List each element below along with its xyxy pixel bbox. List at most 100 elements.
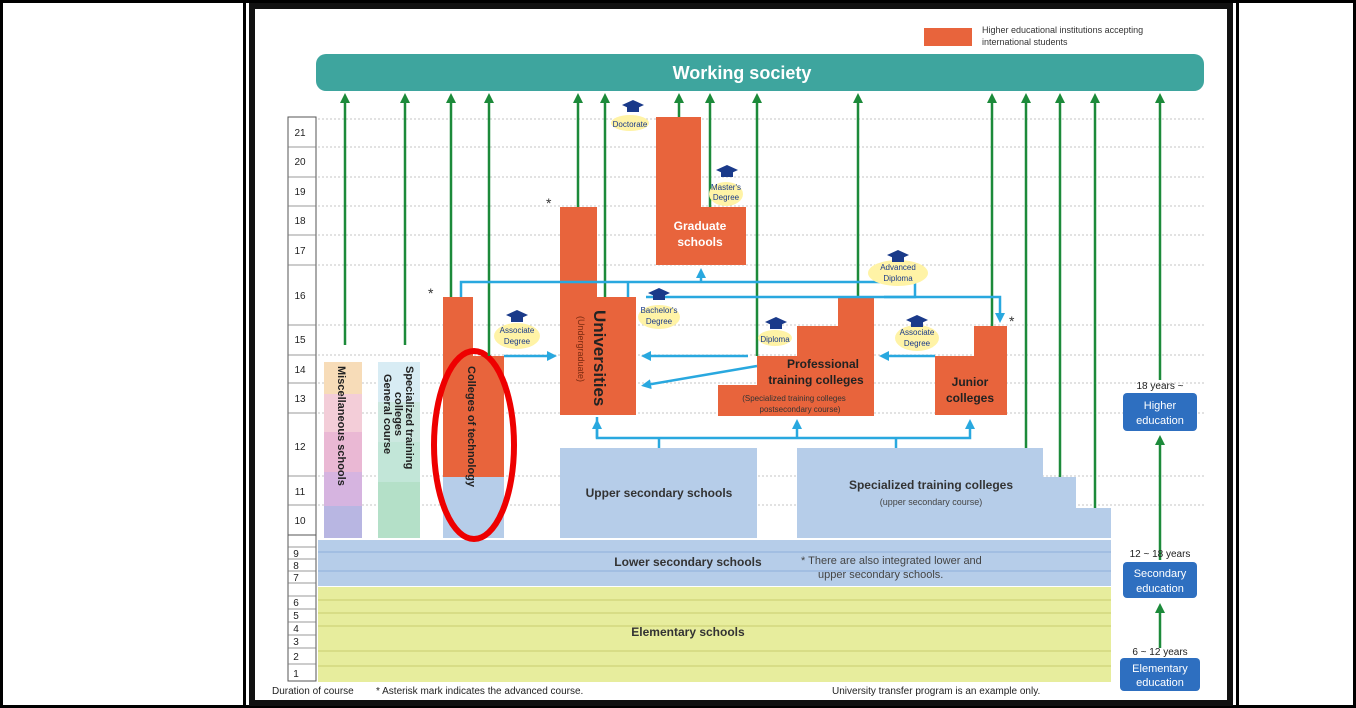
higher-age-label: 18 years ~ — [1137, 381, 1184, 392]
associate-left-label-1: Associate — [500, 326, 535, 335]
year-label-20: 20 — [294, 157, 306, 168]
associate-left-badge — [494, 310, 540, 349]
universities-label: Universities — [590, 310, 609, 406]
year-label-15: 15 — [294, 335, 306, 346]
higher-education-box — [1123, 393, 1197, 431]
working-society-bar — [316, 54, 1204, 91]
universities-sublabel: (Undergraduate) — [576, 316, 586, 382]
colleges-of-technology-label: Colleges of technology — [465, 366, 477, 488]
junior-colleges-line-2: colleges — [946, 391, 994, 405]
professional-sub-2: postsecondary course) — [760, 405, 841, 414]
year-label-8: 8 — [293, 561, 299, 572]
year-label-2: 2 — [293, 652, 299, 663]
advanced-diploma-label-1: Advanced — [880, 263, 916, 272]
working-society-label: Working society — [673, 63, 812, 83]
year-label-10: 10 — [294, 516, 306, 527]
elementary-education-line-1: Elementary — [1132, 663, 1188, 675]
specialized-general-line-3: General course — [381, 374, 393, 454]
graduate-schools-line-2: schools — [677, 235, 723, 249]
year-label-3: 3 — [293, 637, 299, 648]
frame-left — [0, 0, 3, 708]
universities-asterisk: * — [546, 195, 552, 211]
frame-bottom — [0, 705, 1356, 708]
specialized-general-line-1: Specialized training — [403, 366, 415, 469]
professional-training-block — [718, 297, 874, 416]
misc-schools-column — [324, 362, 362, 538]
specialized-general-line-2: colleges — [392, 392, 404, 436]
masters-badge — [709, 165, 743, 206]
lower-secondary-band — [318, 540, 1111, 586]
legend-swatch — [924, 28, 972, 46]
associate-right-label-1: Associate — [900, 328, 935, 337]
integrated-note-line-2: upper secondary schools. — [818, 569, 943, 581]
frame-divider-right — [1236, 0, 1239, 708]
year-label-18: 18 — [294, 216, 306, 227]
legend-text-1: Higher educational institutions acceptin… — [982, 25, 1143, 35]
year-labels: 1 2 3 4 5 6 7 8 9 10 11 12 13 14 15 16 1… — [293, 128, 306, 680]
upper-secondary-label: Upper secondary schools — [586, 486, 733, 500]
year-label-7: 7 — [293, 573, 299, 584]
diploma-label: Diploma — [760, 335, 790, 344]
secondary-education-box — [1123, 562, 1197, 598]
elementary-education-box — [1120, 658, 1200, 691]
graduate-schools-block — [656, 117, 746, 265]
advanced-diploma-badge — [868, 250, 928, 286]
higher-education-line-2: education — [1136, 415, 1184, 427]
frame-top — [0, 0, 1356, 3]
junior-colleges-block — [935, 326, 1007, 415]
doctorate-badge — [611, 100, 649, 131]
secondary-education-line-2: education — [1136, 583, 1184, 595]
year-label-12: 12 — [294, 442, 306, 453]
year-label-11: 11 — [295, 487, 306, 498]
universities-block — [560, 207, 636, 415]
bachelors-badge — [638, 288, 680, 329]
secondary-age-label: 12 ~ 18 years — [1130, 549, 1191, 560]
year-label-19: 19 — [294, 187, 306, 198]
elementary-age-label: 6 ~ 12 years — [1132, 647, 1187, 658]
green-arrows — [340, 93, 1165, 648]
masters-label-1: Master's — [711, 183, 741, 192]
integrated-note-line-1: * There are also integrated lower and — [801, 555, 982, 567]
year-label-14: 14 — [294, 365, 306, 376]
frame-right — [1353, 0, 1356, 708]
elementary-schools-label: Elementary schools — [631, 625, 745, 639]
elementary-education-line-2: education — [1136, 677, 1184, 689]
upper-secondary-block — [560, 448, 757, 538]
associate-left-label-2: Degree — [504, 337, 531, 346]
specialized-upper-sublabel: (upper secondary course) — [880, 497, 983, 507]
junior-colleges-asterisk: * — [1009, 313, 1015, 329]
highlight-ellipse — [431, 348, 517, 542]
diploma-badge — [758, 317, 792, 346]
misc-schools-label: Miscellaneous schools — [335, 366, 347, 486]
colleges-tech-asterisk: * — [428, 285, 434, 301]
footer-asterisk-note: * Asterisk mark indicates the advanced c… — [376, 686, 583, 697]
junior-colleges-line-1: Junior — [952, 375, 989, 389]
year-label-21: 21 — [294, 128, 306, 139]
year-label-5: 5 — [293, 611, 299, 622]
legend-text-2: international students — [982, 37, 1068, 47]
specialized-upper-label: Specialized training colleges — [849, 478, 1013, 492]
masters-label-2: Degree — [713, 193, 740, 202]
footer-transfer-note: University transfer program is an exampl… — [832, 686, 1040, 697]
graduate-schools-line-1: Graduate — [674, 219, 727, 233]
associate-right-badge — [895, 315, 939, 351]
year-label-9: 9 — [293, 549, 299, 560]
bachelors-label-1: Bachelor's — [640, 306, 677, 315]
higher-education-line-1: Higher — [1144, 400, 1177, 412]
professional-line-2: training colleges — [768, 373, 864, 387]
lower-secondary-label: Lower secondary schools — [614, 555, 762, 569]
specialized-general-column — [378, 362, 420, 538]
year-label-17: 17 — [294, 246, 306, 257]
specialized-upper-block — [797, 448, 1111, 538]
doctorate-label: Doctorate — [613, 120, 648, 129]
footer-duration: Duration of course — [272, 686, 354, 697]
year-label-13: 13 — [294, 394, 306, 405]
year-label-1: 1 — [293, 669, 299, 680]
year-label-4: 4 — [293, 624, 299, 635]
advanced-diploma-label-2: Diploma — [883, 274, 913, 283]
frame-divider-left — [243, 0, 246, 708]
professional-line-1: Professional — [787, 357, 859, 371]
year-label-6: 6 — [293, 598, 299, 609]
bachelors-label-2: Degree — [646, 317, 673, 326]
